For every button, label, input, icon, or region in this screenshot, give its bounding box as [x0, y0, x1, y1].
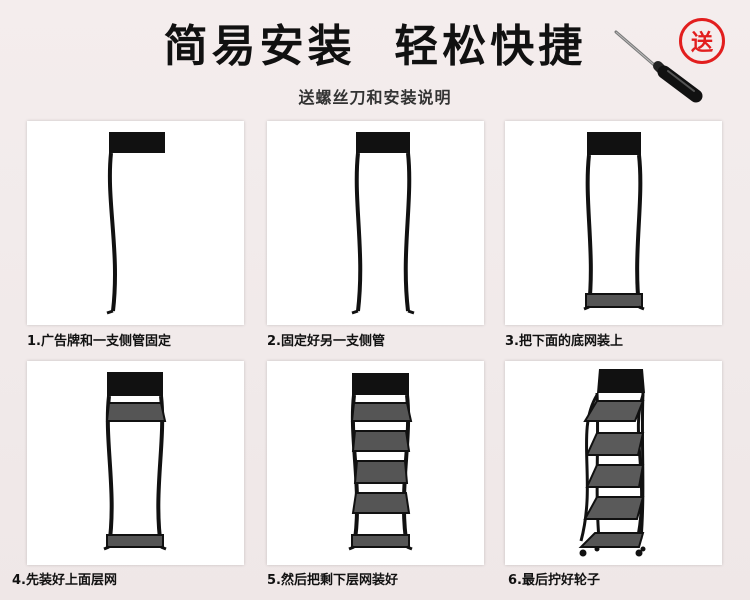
step-2-panel	[267, 121, 484, 325]
step-2-caption: 2.固定好另一支侧管	[267, 334, 385, 349]
page-subtitle: 送螺丝刀和安装说明	[298, 88, 452, 107]
step-4-caption: 4.先装好上面层网	[12, 573, 117, 588]
step-6-panel	[505, 361, 722, 565]
step-6-illustration	[578, 369, 646, 557]
step-5-caption: 5.然后把剩下层网装好	[267, 573, 398, 588]
step-1-illustration	[106, 132, 165, 315]
step-3-illustration	[583, 132, 645, 311]
step-5-illustration	[348, 373, 413, 551]
step-6-caption: 6.最后拧好轮子	[508, 573, 600, 588]
step-3-panel	[505, 121, 722, 325]
step-5-panel	[267, 361, 484, 565]
step-1-panel	[27, 121, 244, 325]
step-1-caption: 1.广告牌和一支侧管固定	[27, 334, 171, 349]
gift-badge-icon: 送	[679, 18, 725, 64]
screwdriver-icon	[614, 30, 703, 103]
step-3-caption: 3.把下面的底网装上	[505, 334, 623, 349]
page-title: 简易安装 轻松快捷	[163, 21, 587, 72]
step-4-panel	[27, 361, 244, 565]
step-2-illustration	[351, 132, 415, 315]
step-4-illustration	[103, 372, 167, 551]
